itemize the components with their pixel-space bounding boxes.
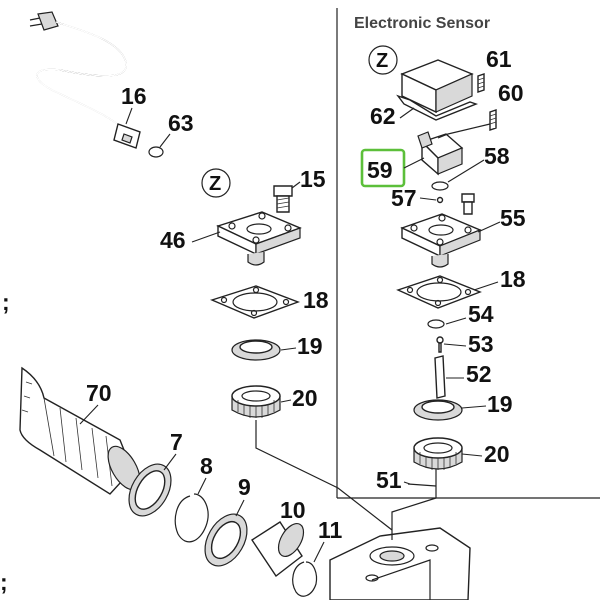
part-58-o-ring[interactable]	[431, 181, 449, 191]
callout-20-right: 20	[484, 441, 510, 467]
callout-20-left: 20	[292, 385, 318, 411]
part-19-bearing-race-left[interactable]	[231, 339, 281, 361]
callout-54: 54	[468, 301, 494, 327]
part-53-pin[interactable]	[436, 336, 444, 353]
leader-19-left	[280, 347, 297, 351]
callout-59: 59	[367, 157, 393, 183]
leader-46	[191, 231, 221, 243]
part-54-o-ring[interactable]	[427, 319, 445, 329]
callout-63: 63	[168, 110, 194, 136]
callout-53: 53	[468, 331, 494, 357]
part-18-gasket-left[interactable]	[209, 285, 301, 319]
callout-58: 58	[484, 143, 510, 169]
alignment-lines	[255, 420, 437, 540]
part-20-bearing-left[interactable]	[231, 385, 281, 418]
leader-59	[403, 157, 425, 169]
leader-20-left	[280, 399, 292, 403]
part-62-sensor-controller[interactable]	[396, 59, 479, 121]
leader-53	[443, 343, 467, 347]
leader-63	[159, 133, 171, 148]
leader-58	[447, 159, 485, 183]
callout-55: 55	[500, 205, 526, 231]
callout-9: 9	[238, 474, 251, 500]
view-z-label-right: Z	[376, 50, 388, 72]
callout-15: 15	[300, 166, 326, 192]
part-46-sensor-cover[interactable]	[216, 211, 302, 266]
edge-fragment-bottom: ;	[0, 569, 8, 595]
electronic-sensor-section-border	[336, 8, 600, 499]
part-55-bolt	[461, 193, 475, 215]
leader-54	[445, 317, 467, 325]
part-63-o-ring[interactable]	[148, 146, 164, 158]
leader-70	[79, 404, 99, 425]
part-15-bolt[interactable]	[273, 185, 293, 213]
edge-fragment-top: ;	[2, 289, 10, 315]
leader-18-right	[473, 281, 499, 291]
view-z-label-left: Z	[209, 173, 221, 195]
callout-62: 62	[370, 103, 396, 129]
callout-61: 61	[486, 46, 512, 72]
callout-8: 8	[200, 453, 213, 479]
part-57-ball[interactable]	[436, 196, 444, 204]
part-9-bearing[interactable]	[196, 507, 255, 573]
part-7-seal-ring[interactable]	[120, 457, 179, 523]
callout-60: 60	[498, 80, 524, 106]
leader-15	[291, 181, 301, 189]
callout-18-right: 18	[500, 266, 526, 292]
part-18-gasket-right[interactable]	[396, 275, 482, 309]
callout-46: 46	[160, 227, 186, 253]
callout-70: 70	[86, 380, 112, 406]
leader-20-right	[461, 453, 483, 457]
callout-51: 51	[376, 467, 402, 493]
part-8-snap-ring[interactable]	[174, 493, 209, 543]
view-z-marker-left: Z	[201, 168, 231, 198]
leader-8	[197, 477, 207, 495]
part-20-bearing-right[interactable]	[413, 437, 463, 470]
part-60-screw[interactable]	[489, 109, 497, 131]
part-11-snap-ring[interactable]	[292, 561, 318, 597]
view-z-marker-right: Z	[368, 45, 398, 75]
leader-55	[477, 221, 501, 233]
callout-19-left: 19	[297, 333, 323, 359]
callout-18-left: 18	[303, 287, 329, 313]
part-70-splined-shaft[interactable]	[19, 366, 146, 495]
leader-7	[163, 453, 177, 471]
callout-19-right: 19	[487, 391, 513, 417]
callout-52: 52	[466, 361, 492, 387]
part-51-pin[interactable]	[407, 483, 437, 487]
leader-57	[419, 197, 437, 201]
part-19-bearing-race-right[interactable]	[413, 399, 463, 421]
leader-11	[313, 541, 325, 563]
leader-51	[403, 481, 411, 485]
part-52-rod[interactable]	[434, 355, 446, 399]
leader-19-right	[461, 405, 487, 409]
callout-57: 57	[391, 185, 417, 211]
callout-11: 11	[318, 517, 343, 543]
part-16-wire-harness[interactable]	[29, 11, 141, 149]
part-59-electronic-sensor[interactable]	[417, 123, 491, 176]
steering-housing	[329, 527, 471, 600]
leader-16	[125, 107, 133, 125]
leader-62	[399, 107, 415, 119]
part-55-sensor-cover[interactable]	[400, 213, 482, 268]
leader-9	[235, 499, 245, 517]
part-10-bushing[interactable]	[251, 519, 309, 578]
part-61-screw[interactable]	[477, 73, 485, 93]
callout-10: 10	[280, 497, 306, 523]
section-title: Electronic Sensor	[354, 15, 490, 32]
callout-7: 7	[170, 429, 183, 455]
callout-16: 16	[121, 83, 147, 109]
